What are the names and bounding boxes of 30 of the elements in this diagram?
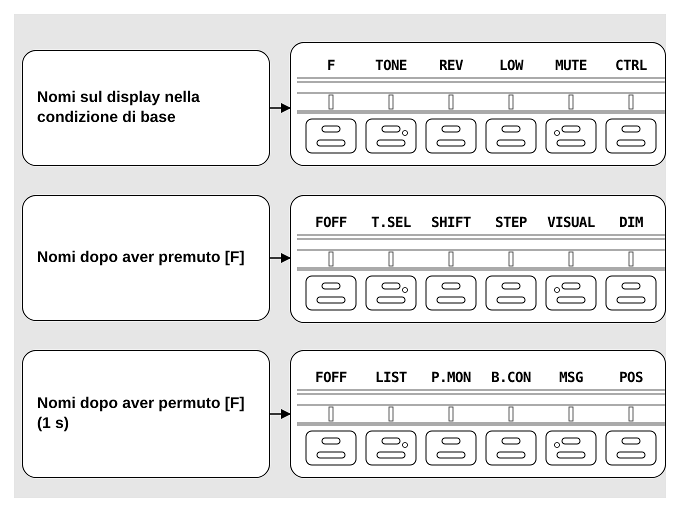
display-label: F [326, 57, 336, 75]
display-label: TONE [374, 57, 408, 75]
display-label: REV [438, 57, 464, 75]
display-label: MSG [558, 369, 584, 387]
arrow [270, 103, 291, 113]
display-panel [290, 195, 666, 323]
display-panel [290, 350, 666, 478]
description-box [22, 50, 270, 166]
display-label: DIM [618, 214, 644, 232]
display-label: STEP [494, 214, 528, 232]
description-box [22, 195, 270, 321]
display-label: FOFF [314, 214, 348, 232]
arrow [270, 253, 291, 263]
display-panel [290, 42, 666, 166]
display-label: FOFF [314, 369, 348, 387]
description-text: Nomi dopo aver premuto [F] [36, 248, 246, 268]
display-label: T.SEL [370, 214, 412, 232]
arrow [270, 409, 291, 419]
display-label: LOW [498, 57, 524, 75]
description-text: Nomi sul display nella condizione di base [36, 88, 201, 128]
display-label: B.CON [490, 369, 532, 387]
display-label: POS [618, 369, 644, 387]
display-label: SHIFT [430, 214, 472, 232]
display-label: VISUAL [546, 214, 596, 232]
display-label: CTRL [614, 57, 648, 75]
display-label: LIST [374, 369, 408, 387]
display-label: P.MON [430, 369, 472, 387]
description-text: Nomi dopo aver permuto [F] (1 s) [36, 394, 246, 434]
display-label: MUTE [554, 57, 588, 75]
description-box [22, 350, 270, 478]
